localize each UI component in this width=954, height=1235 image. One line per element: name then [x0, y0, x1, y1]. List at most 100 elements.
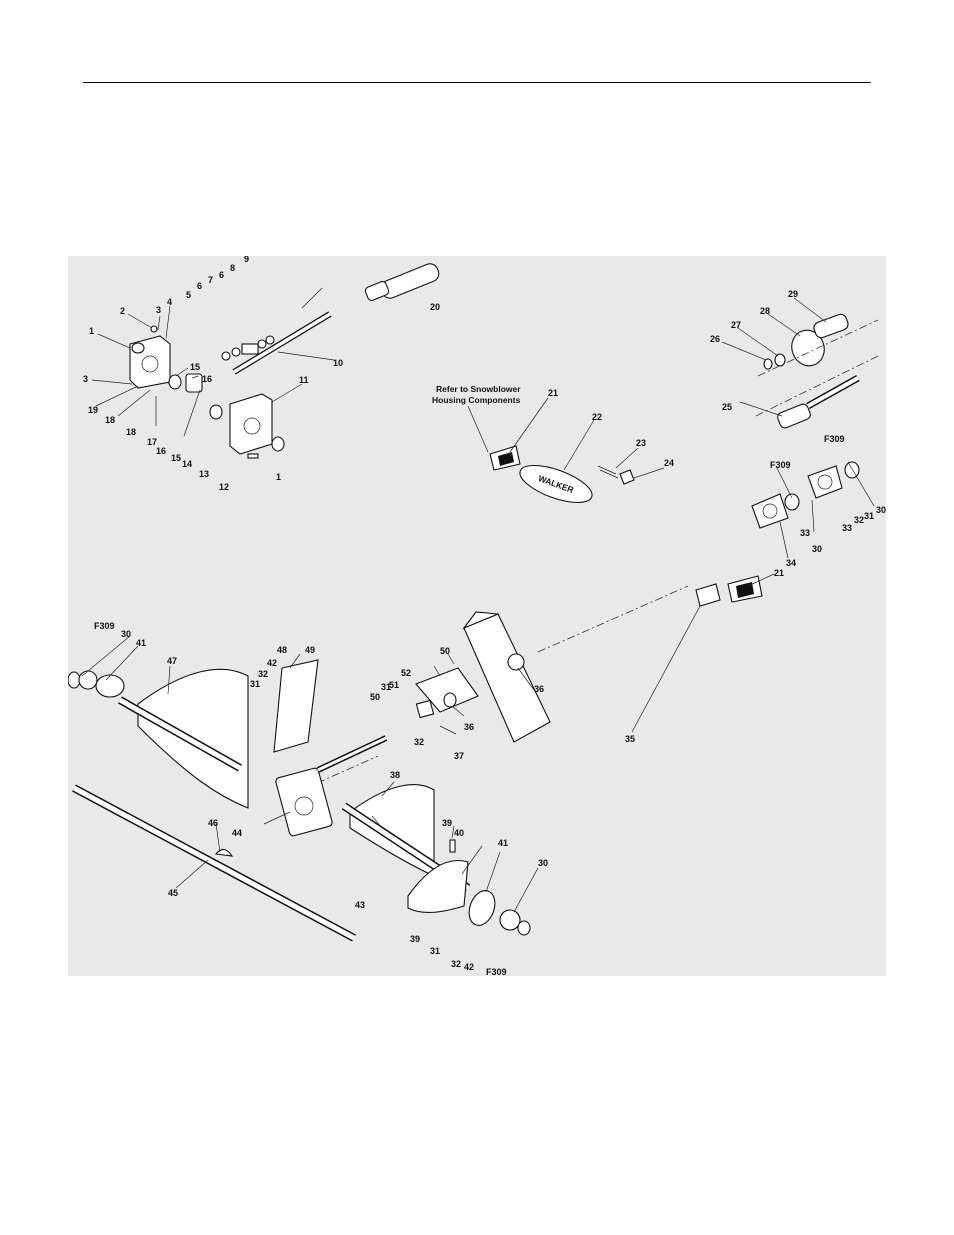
callout-1a: 1 [89, 326, 94, 336]
leader-10 [277, 351, 335, 361]
callout-18a: 18 [105, 415, 115, 425]
leader-30b [847, 461, 875, 507]
diagram-canvas: WALKER [68, 256, 886, 976]
ring-6 [231, 347, 241, 357]
shaft-45-highlight [72, 785, 356, 941]
callout-31a: 31 [864, 511, 874, 521]
callout-5: 5 [186, 290, 191, 300]
callout-3b: 3 [83, 374, 88, 384]
gearbox-44 [275, 767, 333, 837]
callout-30b: 30 [812, 544, 822, 554]
pinion-gear [185, 373, 203, 393]
bushing-36a [443, 692, 457, 708]
block-51 [415, 699, 435, 719]
callout-36b: 36 [464, 722, 474, 732]
callout-10: 10 [333, 358, 343, 368]
callout-30c: 30 [121, 629, 131, 639]
leader-34 [779, 521, 789, 559]
callout-20: 20 [430, 302, 440, 312]
ring-5 [221, 351, 231, 361]
frame-arm [463, 613, 551, 743]
pto-end [364, 281, 390, 301]
callout-labels: 1 2 3 4 3 19 18 18 17 16 15 14 13 12 1 1… [83, 256, 886, 976]
decal-21-logo [498, 452, 514, 466]
leader-11 [271, 383, 303, 403]
leader-2 [127, 313, 153, 329]
plate-49 [273, 659, 319, 753]
bushing-36b [507, 653, 525, 671]
leader-25 [739, 401, 783, 417]
callout-29: 29 [788, 289, 798, 299]
coupler-7 [241, 343, 259, 355]
callout-f309b: F309 [770, 460, 791, 470]
callout-50b: 50 [370, 692, 380, 702]
header-rule [83, 82, 871, 83]
callout-17: 17 [147, 437, 157, 447]
callout-6b: 6 [219, 270, 224, 280]
bearing-33 [784, 493, 800, 511]
leader-29 [793, 297, 827, 323]
leader-24 [633, 467, 665, 479]
flange-34-bore [762, 503, 778, 519]
note-leader [467, 405, 489, 453]
callout-22: 22 [592, 412, 602, 422]
callout-31c: 31 [250, 679, 260, 689]
ring-26 [763, 358, 773, 370]
callout-52: 52 [401, 668, 411, 678]
shaft-29 [813, 313, 849, 339]
callout-4: 4 [167, 297, 172, 307]
callout-33a: 33 [842, 523, 852, 533]
callout-32c: 32 [258, 669, 268, 679]
leader-1a [97, 333, 131, 349]
flange-33-bore [817, 474, 833, 490]
leader-39a [451, 825, 455, 839]
leader-16a [191, 375, 199, 379]
leader-21a [509, 397, 549, 453]
leader-21b [747, 573, 775, 587]
key-46 [214, 848, 234, 857]
callout-35: 35 [625, 734, 635, 744]
lower-auger-assembly [68, 611, 551, 942]
leader-36b [451, 705, 465, 717]
gearbox-bore-right [243, 417, 261, 435]
auger-40 [407, 860, 469, 914]
callout-26: 26 [710, 334, 720, 344]
callout-11: 11 [299, 375, 309, 385]
decal-23-stripe [597, 465, 617, 475]
leader-28 [767, 313, 801, 337]
leader-52 [433, 665, 441, 677]
callout-14: 14 [182, 459, 192, 469]
ring-9 [265, 335, 275, 345]
leader-20 [301, 287, 323, 309]
leader-19 [95, 385, 139, 407]
gasket-ring [131, 342, 145, 354]
callout-23: 23 [636, 438, 646, 448]
bearing-left [168, 374, 182, 390]
leader-26 [721, 341, 767, 361]
callout-19: 19 [88, 405, 98, 415]
callout-31b: 31 [381, 682, 391, 692]
exploded-parts-diagram: WALKER [68, 256, 886, 976]
callout-49: 49 [305, 645, 315, 655]
callout-27: 27 [731, 320, 741, 330]
leader-44 [263, 811, 291, 825]
callout-50a: 50 [440, 646, 450, 656]
leader-41a [105, 645, 139, 681]
gearbox-housing-right [229, 393, 273, 455]
flange-33 [807, 465, 843, 499]
callout-21b: 21 [774, 568, 784, 578]
leader-30c [81, 635, 131, 677]
callout-43: 43 [355, 900, 365, 910]
callout-32a: 32 [854, 515, 864, 525]
pto-yoke [380, 263, 440, 299]
leader-36a [517, 667, 535, 691]
decal-23-stripe-2 [599, 469, 619, 479]
callout-32b: 32 [414, 737, 424, 747]
callout-45: 45 [168, 888, 178, 898]
callout-42b: 42 [464, 962, 474, 972]
callout-2: 2 [120, 306, 125, 316]
callout-16a: 16 [202, 374, 212, 384]
assembly-line-3 [537, 585, 689, 653]
leader-46 [215, 823, 221, 853]
callout-41a: 41 [136, 638, 146, 648]
